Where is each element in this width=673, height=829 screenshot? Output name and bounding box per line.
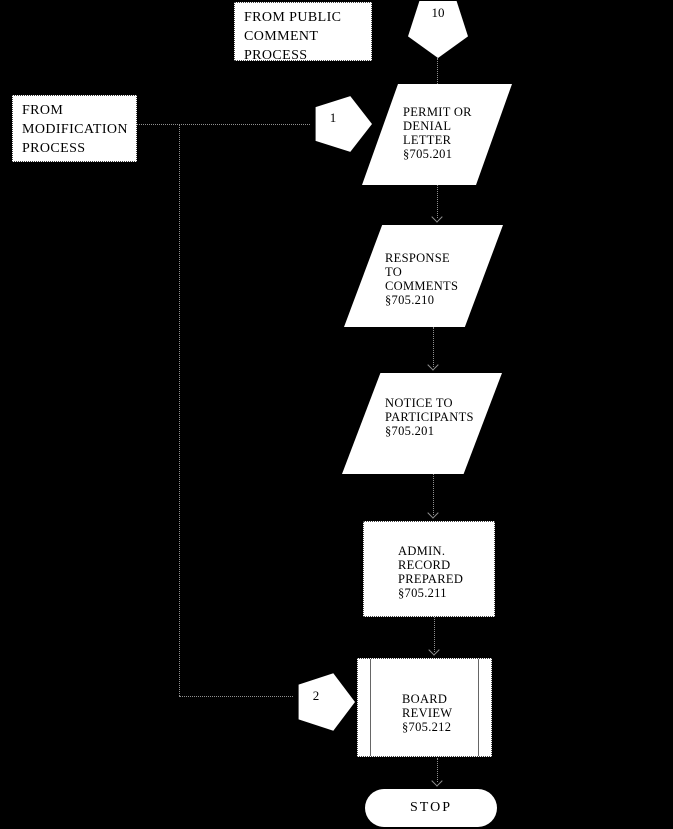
predefined-process-sideline <box>478 659 479 756</box>
node-text-line: §705.210 <box>385 293 435 307</box>
node-text-line: PERMIT OR <box>403 105 472 119</box>
node-text-line: PREPARED <box>398 572 464 586</box>
edge-branch-vertical <box>179 124 180 696</box>
node-text-line: §705.201 <box>403 147 453 161</box>
edge-connector10-to-permit <box>437 58 438 84</box>
node-text-line: DENIAL <box>403 119 452 133</box>
label-line: PROCESS <box>244 48 308 63</box>
node-board-review: BOARD REVIEW §705.212 <box>357 658 492 757</box>
node-text-line: TO <box>385 265 403 279</box>
connector-number: 2 <box>312 688 320 703</box>
arrowhead-icon <box>431 775 443 787</box>
terminator-label: STOP <box>410 800 452 815</box>
edge-admin-to-board <box>434 617 435 652</box>
edge-modification-to-connector1 <box>136 124 310 125</box>
entry-box-from-public-comment: FROM PUBLIC COMMENT PROCESS <box>234 2 372 63</box>
node-text-line: §705.211 <box>398 586 447 600</box>
node-text-line: RECORD <box>398 558 451 572</box>
offpage-connector-10: 10 <box>408 1 468 58</box>
arrowhead-icon <box>428 644 440 656</box>
arrowhead-icon <box>431 211 443 223</box>
edge-branch-to-connector2 <box>179 696 293 697</box>
node-text-line: §705.201 <box>385 424 435 438</box>
edge-response-to-notice <box>433 327 434 367</box>
label-line: MODIFICATION <box>22 122 128 137</box>
node-response-to-comments: RESPONSE TO COMMENTS §705.210 <box>344 225 503 327</box>
node-permit-or-denial-letter: PERMIT OR DENIAL LETTER §705.201 <box>362 84 512 185</box>
node-text-line: §705.212 <box>402 720 452 734</box>
offpage-connector-2: 2 <box>298 673 355 731</box>
node-notice-to-participants: NOTICE TO PARTICIPANTS §705.201 <box>342 373 502 474</box>
node-text-line: REVIEW <box>402 706 453 720</box>
node-text-line: BOARD <box>402 692 448 706</box>
node-text-line: NOTICE TO <box>385 396 453 410</box>
label-line: PROCESS <box>22 141 86 156</box>
node-text-line: RESPONSE <box>385 251 450 265</box>
edge-permit-to-response <box>437 185 438 218</box>
edge-board-to-stop <box>437 758 438 782</box>
node-text-line: LETTER <box>403 133 452 147</box>
connector-number: 1 <box>329 110 337 125</box>
node-stop-terminator: STOP <box>365 789 497 827</box>
entry-box-from-modification: FROM MODIFICATION PROCESS <box>12 95 137 162</box>
label-line: FROM PUBLIC <box>244 10 342 25</box>
edge-notice-to-admin <box>433 474 434 515</box>
label-line: FROM <box>22 103 64 118</box>
connector-number: 10 <box>431 5 445 20</box>
arrowhead-icon <box>427 507 439 519</box>
label-line: COMMENT <box>244 29 319 44</box>
node-text-line: ADMIN. <box>398 544 446 558</box>
node-admin-record-prepared: ADMIN. RECORD PREPARED §705.211 <box>363 521 495 617</box>
node-text-line: COMMENTS <box>385 279 459 293</box>
arrowhead-icon <box>427 359 439 371</box>
predefined-process-sideline <box>370 659 371 756</box>
node-text-line: PARTICIPANTS <box>385 410 474 424</box>
offpage-connector-1: 1 <box>315 96 372 152</box>
